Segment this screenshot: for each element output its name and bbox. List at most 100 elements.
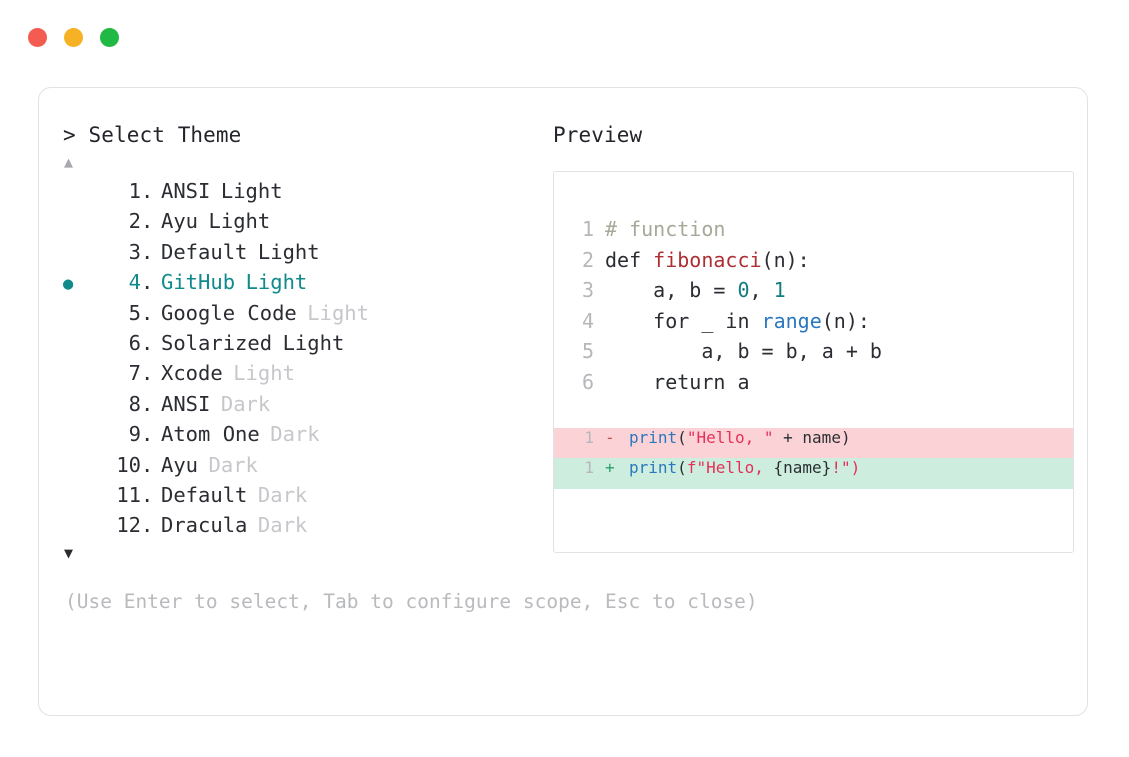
theme-list-item[interactable]: ● 12. Dracula Dark bbox=[63, 510, 543, 540]
theme-item-variant: Light bbox=[257, 239, 320, 264]
code-line-text: for _ in range(n): bbox=[605, 306, 870, 337]
theme-list-item[interactable]: ● 6. Solarized Light bbox=[63, 328, 543, 358]
diff-line-added: 1 + print(f"Hello, {name}!") bbox=[554, 458, 1073, 489]
code-line-text: a, b = 0, 1 bbox=[605, 275, 786, 306]
bullet-placeholder: ● bbox=[63, 360, 95, 390]
theme-item-variant: Light bbox=[233, 361, 295, 386]
code-token: fibonacci bbox=[653, 247, 762, 272]
theme-item-variant: Light bbox=[220, 179, 283, 203]
panel-columns: > Select Theme ▲ ●1.ANSILight●2.AyuLight… bbox=[63, 122, 1074, 615]
bullet-placeholder: ● bbox=[63, 330, 95, 360]
bullet-placeholder: ● bbox=[63, 208, 95, 238]
theme-item-name: Ayu bbox=[161, 209, 199, 234]
theme-item-name: Atom One bbox=[161, 422, 260, 447]
theme-item-variant: Dark bbox=[257, 513, 308, 538]
diff-plus-icon: + bbox=[605, 458, 615, 477]
selected-bullet-icon: ● bbox=[63, 274, 74, 295]
close-button-icon[interactable] bbox=[28, 28, 47, 47]
code-line: 6 return a bbox=[554, 367, 1073, 398]
bullet-placeholder: ● bbox=[63, 512, 95, 542]
theme-item-name: Ayu bbox=[161, 452, 199, 477]
theme-item-variant: Dark bbox=[257, 482, 308, 507]
code-token: !") bbox=[831, 458, 861, 477]
bullet-placeholder: ● bbox=[63, 452, 95, 482]
diff-line-number: 1 bbox=[584, 458, 594, 477]
theme-selector-panel: > Select Theme ▲ ●1.ANSILight●2.AyuLight… bbox=[38, 87, 1088, 716]
code-line-text: a, b = b, a + b bbox=[605, 336, 882, 367]
theme-item-index: 6 bbox=[128, 330, 141, 355]
diff-line-removed: 1-print("Hello, " + name) bbox=[554, 427, 1073, 458]
theme-item-index: 11 bbox=[116, 482, 141, 507]
theme-item-index-dot: . bbox=[141, 482, 154, 507]
theme-item-index-dot: . bbox=[141, 330, 154, 355]
theme-item-name: ANSI bbox=[161, 391, 211, 416]
code-token: ( bbox=[677, 458, 687, 477]
theme-item-index: 4 bbox=[128, 270, 141, 295]
theme-item-index-dot: . bbox=[141, 270, 154, 295]
theme-item-name: Default bbox=[161, 482, 248, 507]
theme-item-name: Google Code bbox=[161, 300, 297, 325]
code-token: f"Hello, bbox=[686, 458, 774, 477]
window-controls bbox=[28, 28, 119, 47]
code-token: , bbox=[749, 278, 774, 302]
theme-item-index-dot: . bbox=[141, 391, 154, 416]
code-token: ( bbox=[677, 427, 687, 447]
code-line-number: 4 bbox=[581, 308, 594, 333]
code-line: 4 for _ in range(n): bbox=[554, 306, 1073, 337]
code-token: 0 bbox=[737, 278, 750, 302]
theme-item-index: 5 bbox=[128, 300, 141, 325]
diff-preview: 1-print("Hello, " + name)1+print(f"Hello… bbox=[554, 427, 1073, 489]
code-line: 2 def fibonacci(n): bbox=[554, 245, 1073, 276]
theme-item-name: Solarized bbox=[161, 330, 273, 355]
maximize-button-icon[interactable] bbox=[100, 28, 119, 47]
theme-item-index: 2 bbox=[128, 209, 141, 234]
theme-item-index: 1 bbox=[128, 179, 141, 203]
theme-item-index-dot: . bbox=[141, 513, 154, 538]
code-token: # function bbox=[605, 217, 726, 241]
code-token: for _ in bbox=[605, 308, 762, 333]
code-token: def bbox=[605, 247, 654, 272]
diff-line-text: print("Hello, " + name) bbox=[629, 428, 851, 447]
code-token: {name} bbox=[773, 458, 832, 477]
code-line: 5 a, b = b, a + b bbox=[554, 336, 1073, 367]
code-token: a, b = b, a + b bbox=[605, 339, 882, 363]
theme-item-index: 10 bbox=[116, 452, 141, 477]
theme-item-variant: Light bbox=[245, 270, 308, 295]
code-line-text: # function bbox=[605, 214, 725, 245]
scroll-up-icon[interactable]: ▲ bbox=[64, 153, 74, 171]
theme-item-variant: Light bbox=[282, 330, 345, 355]
theme-list-item[interactable]: ● 11. Default Dark bbox=[63, 480, 543, 510]
theme-item-name: Dracula bbox=[161, 513, 248, 538]
theme-list: ●1.ANSILight●2.AyuLight●3.DefaultLight●4… bbox=[63, 176, 543, 541]
theme-item-index: 7 bbox=[128, 361, 141, 386]
code-line-number: 5 bbox=[581, 339, 594, 363]
theme-item-index: 12 bbox=[116, 513, 141, 538]
diff-line-number: 1 bbox=[584, 427, 594, 447]
theme-item-variant: Light bbox=[307, 300, 369, 325]
theme-item-name: Xcode bbox=[161, 361, 223, 386]
bullet-placeholder: ● bbox=[63, 482, 95, 512]
minimize-button-icon[interactable] bbox=[64, 28, 83, 47]
code-token: (n): bbox=[761, 247, 810, 272]
theme-list-item[interactable]: ● 7. Xcode Light bbox=[63, 358, 543, 388]
scroll-down-icon[interactable]: ▼ bbox=[64, 543, 74, 562]
code-line-number: 1 bbox=[581, 217, 594, 241]
theme-item-name: Default bbox=[161, 239, 248, 264]
theme-item-index-dot: . bbox=[141, 361, 154, 386]
code-line-number: 2 bbox=[581, 247, 594, 272]
code-token: 1 bbox=[773, 278, 786, 302]
theme-item-index-dot: . bbox=[141, 209, 154, 234]
code-line-text: return a bbox=[605, 367, 749, 398]
code-token: print bbox=[629, 458, 678, 477]
code-token: print bbox=[629, 427, 678, 447]
